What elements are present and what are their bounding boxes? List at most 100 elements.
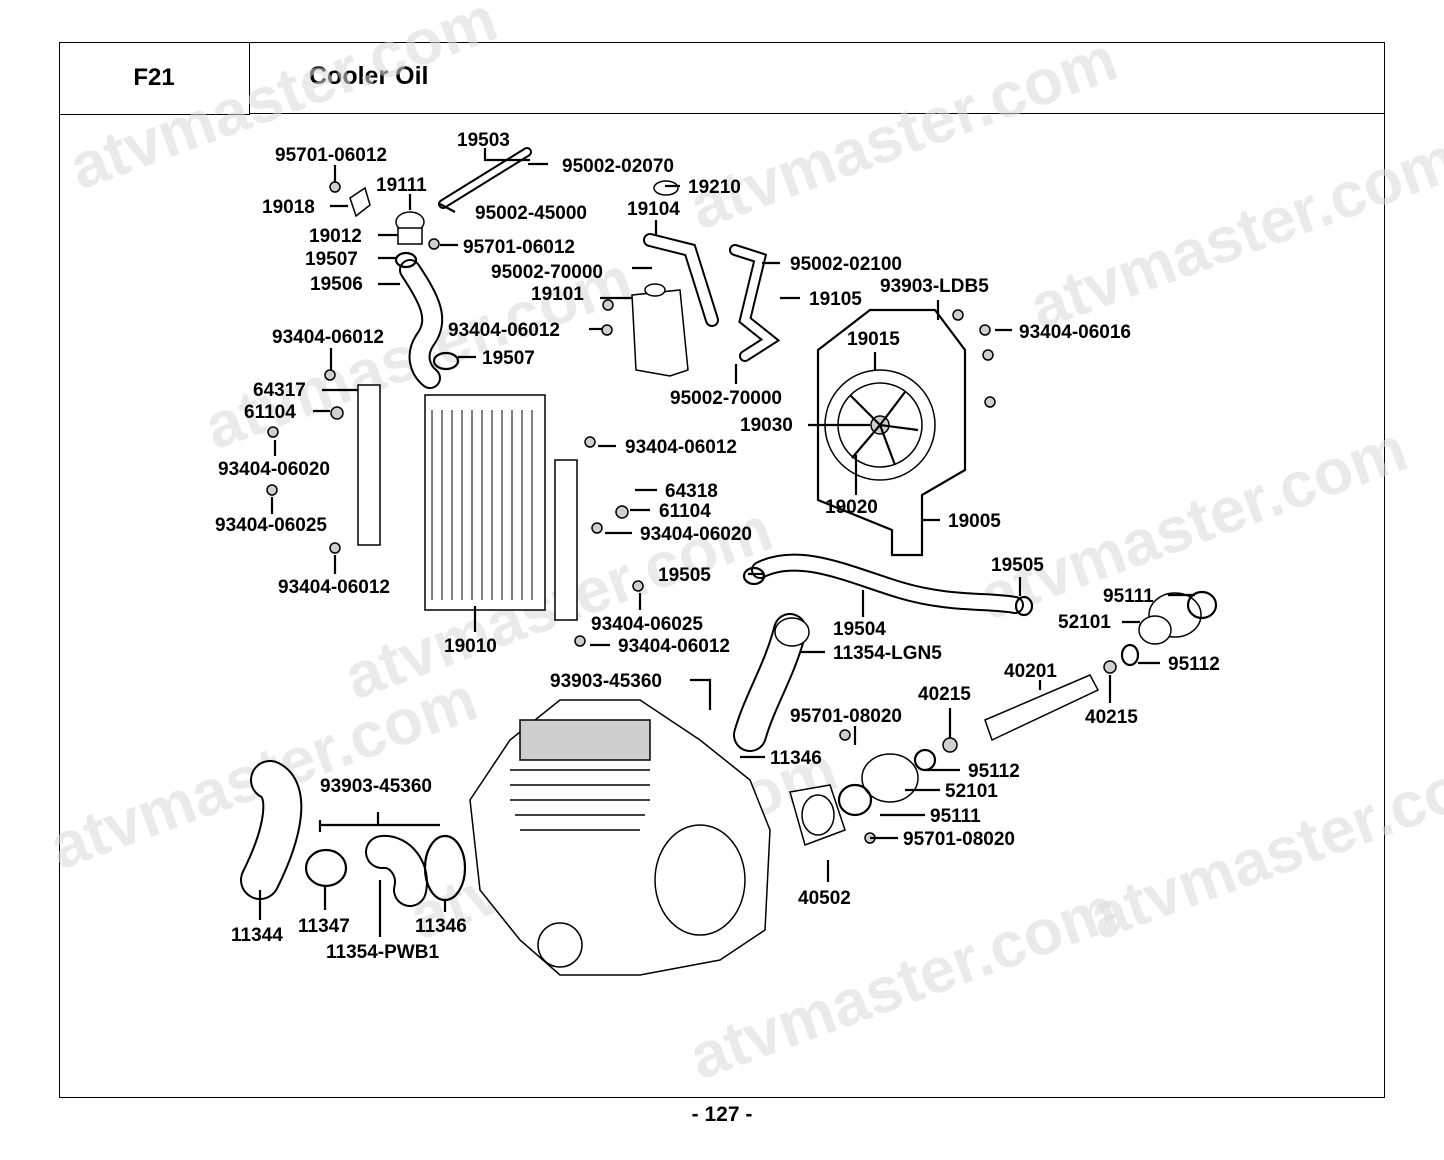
shaft-icon bbox=[984, 674, 1100, 742]
callout-label: 52101 bbox=[1058, 612, 1111, 633]
callout-label: 93404-06020 bbox=[218, 459, 330, 480]
callout-label: 64317 bbox=[253, 380, 306, 401]
callout-label: 19030 bbox=[740, 415, 793, 436]
callout-label: 11354-PWB1 bbox=[326, 942, 439, 963]
callout-label: 19101 bbox=[531, 284, 584, 305]
callout-label: 19507 bbox=[482, 348, 535, 369]
callout-label: 19020 bbox=[825, 497, 878, 518]
callout-label: 19506 bbox=[310, 274, 363, 295]
hose-end-icon bbox=[774, 617, 810, 647]
callout-label: 95002-02100 bbox=[790, 254, 902, 275]
section-code: F21 bbox=[59, 42, 250, 115]
callout-label: 19111 bbox=[376, 175, 427, 196]
callout-label: 93903-LDB5 bbox=[880, 276, 989, 297]
callout-label: 95002-70000 bbox=[670, 388, 782, 409]
callout-label: 19105 bbox=[809, 289, 862, 310]
diagram-frame bbox=[59, 42, 1385, 1098]
bolt-icon bbox=[839, 729, 851, 741]
bolt-icon bbox=[574, 635, 586, 647]
bolt-icon bbox=[632, 580, 644, 592]
callout-label: 61104 bbox=[659, 501, 711, 522]
leader-lines bbox=[258, 148, 1195, 937]
bolt-icon bbox=[984, 396, 996, 408]
callout-label: 19503 bbox=[457, 130, 510, 151]
callout-label: 64318 bbox=[665, 481, 718, 502]
callout-label: 95112 bbox=[1168, 654, 1220, 675]
callout-label: 95701-08020 bbox=[903, 829, 1015, 850]
callout-label: 40215 bbox=[1085, 707, 1138, 728]
callout-label: 93404-06012 bbox=[272, 327, 384, 348]
page-title: Cooler Oil bbox=[309, 62, 429, 90]
callout-label: 93404-06020 bbox=[640, 524, 752, 545]
callout-label: 11344 bbox=[231, 925, 283, 946]
bolt-icon bbox=[601, 324, 613, 336]
callout-label: 95701-06012 bbox=[463, 237, 575, 258]
page-number: - 127 - bbox=[691, 1103, 753, 1126]
reservoir-icon bbox=[631, 289, 689, 377]
callout-label: 11346 bbox=[770, 748, 822, 769]
callout-label: 19005 bbox=[948, 511, 1001, 532]
callout-label: 19015 bbox=[847, 329, 900, 350]
boot-inner-icon bbox=[1138, 615, 1172, 645]
boot-lower-icon bbox=[861, 753, 919, 803]
washer-icon bbox=[330, 406, 344, 420]
bolt-icon bbox=[329, 542, 341, 554]
callout-label: 95002-02070 bbox=[562, 156, 674, 177]
callout-label: 95112 bbox=[968, 761, 1020, 782]
radiator-icon bbox=[424, 394, 546, 611]
callout-label: 52101 bbox=[945, 781, 998, 802]
callout-label: 93404-06012 bbox=[618, 636, 730, 657]
callout-label: 95002-45000 bbox=[475, 203, 587, 224]
watermark: atvmaster.com bbox=[1080, 732, 1444, 953]
watermark: atvmaster.com bbox=[1020, 122, 1444, 343]
bolt-icon bbox=[584, 436, 596, 448]
callout-label: 95002-70000 bbox=[491, 262, 603, 283]
callout-label: 40215 bbox=[918, 684, 971, 705]
callout-label: 95701-06012 bbox=[275, 145, 387, 166]
callout-labels: 95701-06012 19503 95002-02070 19111 1921… bbox=[215, 130, 1220, 963]
watermark: atvmaster.com bbox=[680, 22, 1126, 243]
cap-body-icon bbox=[397, 227, 423, 245]
parts-layer bbox=[240, 147, 1218, 976]
callout-label: 11346 bbox=[415, 916, 467, 937]
callout-label: 19010 bbox=[444, 636, 497, 657]
bracket-64318-icon bbox=[554, 459, 578, 621]
flange-hole-icon bbox=[801, 794, 835, 836]
watermark: atvmaster.com bbox=[60, 0, 506, 203]
callout-label: 19504 bbox=[833, 619, 886, 640]
callout-label: 93903-45360 bbox=[320, 776, 432, 797]
callout-label: 61104 bbox=[244, 402, 296, 423]
reservoir-cap-icon bbox=[644, 283, 666, 297]
callout-label: 93404-06025 bbox=[215, 515, 327, 536]
callout-label: 95111 bbox=[1103, 586, 1154, 607]
callout-label: 40201 bbox=[1004, 661, 1057, 682]
callout-label: 95701-08020 bbox=[790, 706, 902, 727]
nut-icon bbox=[942, 737, 958, 753]
bolt-icon bbox=[428, 238, 440, 250]
callout-label: 11347 bbox=[298, 916, 350, 937]
bolt-icon bbox=[324, 369, 336, 381]
washer-icon bbox=[615, 505, 629, 519]
callout-label: 19210 bbox=[688, 177, 741, 198]
callout-label: 93903-45360 bbox=[550, 671, 662, 692]
callout-label: 19507 bbox=[305, 249, 358, 270]
bolt-icon bbox=[591, 522, 603, 534]
bolt-icon bbox=[266, 484, 278, 496]
engine-port-icon bbox=[537, 922, 583, 968]
callout-label: 93404-06012 bbox=[625, 437, 737, 458]
callout-label: 95111 bbox=[930, 806, 981, 827]
callout-label: 93404-06016 bbox=[1019, 322, 1131, 343]
callout-label: 19012 bbox=[309, 226, 362, 247]
bolt-icon bbox=[979, 324, 991, 336]
engine-head-icon bbox=[519, 719, 651, 761]
callout-label: 19018 bbox=[262, 197, 315, 218]
bracket-icon bbox=[349, 186, 371, 218]
bolt-icon bbox=[267, 426, 279, 438]
callout-label: 19505 bbox=[658, 565, 711, 586]
callout-label: 93404-06012 bbox=[278, 577, 390, 598]
engine-cover-icon bbox=[654, 824, 746, 936]
bracket-64317-icon bbox=[357, 384, 381, 546]
nut-icon bbox=[1103, 660, 1117, 674]
header-rule bbox=[250, 113, 1385, 114]
